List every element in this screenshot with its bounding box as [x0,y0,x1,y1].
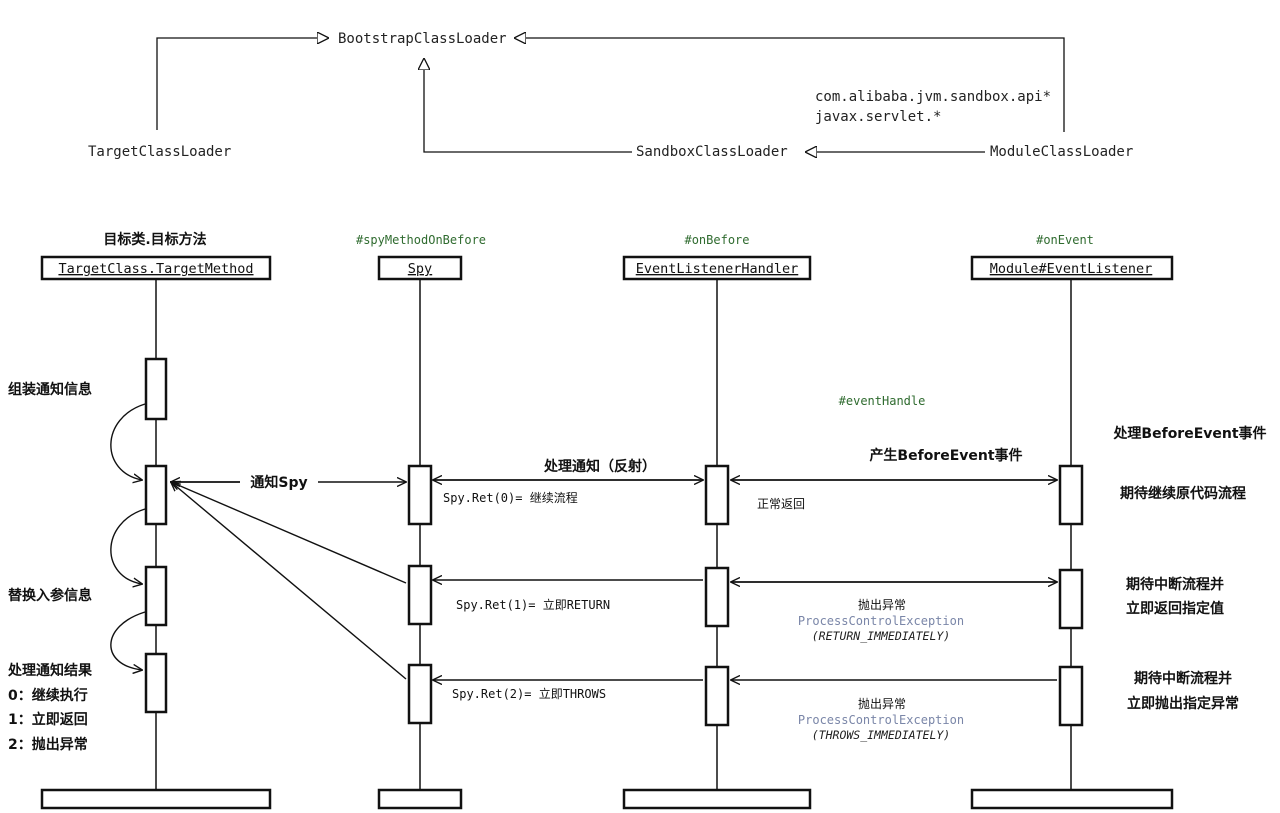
self-loop-handle-result [110,611,146,670]
exception-name-2: ProcessControlException [798,713,964,727]
lifeline-terminators [40,788,1174,810]
event-handle-label: #eventHandle [839,394,926,408]
module-notes: 处理BeforeEvent事件 期待继续原代码流程 期待中断流程并 立即返回指定… [1112,425,1266,712]
spy-lifeline-foot [377,788,463,810]
note-result-throw: 2：抛出异常 [8,736,88,753]
module-lifeline-head-box [970,255,1174,281]
gen-event-label: 产生BeforeEvent事件 [869,447,1022,464]
note-expect-throw-line1: 期待中断流程并 [1134,670,1232,687]
self-loop-replace [110,508,146,584]
target-activation-2 [144,464,168,526]
spy-return-1-arrow [171,482,407,584]
notify-spy-label-bg [240,468,318,492]
handler-lifeline-foot [622,788,812,810]
handler-activation-3 [704,665,730,727]
target-lifeline-label: TargetClass.TargetMethod [58,261,253,277]
package-label-servlet: javax.servlet.* [815,109,941,125]
notify-spy-label: 通知Spy [250,474,307,491]
target-to-bootstrap-connector [156,38,328,130]
bootstrap-classloader-label: BootstrapClassLoader [338,31,507,47]
spy-lifeline-caption: #spyMethodOnBefore [356,233,486,247]
ret2-label: Spy.Ret(2)= 立即THROWS [452,686,606,701]
target-lifeline-foot [40,788,272,810]
module-lifeline-foot [970,788,1174,810]
exception-arg-2: (THROWS_IMMEDIATELY) [812,728,950,742]
exception-arg-1: (RETURN_IMMEDIATELY) [812,629,950,643]
target-activation-1 [144,357,168,421]
target-activation-3 [144,565,168,627]
self-loop-assemble [110,403,146,480]
handler-lifeline-label: EventListenerHandler [636,261,799,277]
exception-name-1: ProcessControlException [798,614,964,628]
handler-activation-2 [704,566,730,628]
spy-activation-1 [407,464,433,526]
handler-lifeline-caption: #onBefore [684,233,749,247]
module-activation-3 [1058,665,1084,727]
spy-return-2-arrow [171,482,407,680]
module-to-bootstrap-connector [515,38,1065,132]
note-expect-throw-line2: 立即抛出指定异常 [1127,695,1239,712]
sandbox-to-bootstrap-connector [424,59,632,153]
message-labels: 通知Spy 处理通知（反射） 产生BeforeEvent事件 正常返回 Spy.… [240,394,1023,742]
lifeline-headers: 目标类.目标方法 #spyMethodOnBefore #onBefore #o… [40,231,1174,281]
activation-bars [144,357,1084,727]
self-call-loops [110,403,146,670]
note-expect-continue: 期待继续原代码流程 [1120,485,1246,502]
messages [170,480,1057,680]
classloader-hierarchy: BootstrapClassLoader TargetClassLoader S… [88,31,1133,160]
module-activation-2 [1058,568,1084,630]
package-label-api: com.alibaba.jvm.sandbox.api* [815,89,1051,105]
note-result-return: 1：立即返回 [8,711,88,728]
spy-lifeline-label: Spy [408,261,432,277]
note-replace-params: 替换入参信息 [8,587,92,604]
ret1-label: Spy.Ret(1)= 立即RETURN [456,597,610,612]
throw-label-1: 抛出异常 [858,597,906,612]
module-lifeline-caption: #onEvent [1036,233,1094,247]
module-activation-1 [1058,464,1084,526]
note-assemble: 组装通知信息 [8,381,92,398]
ret0-label: Spy.Ret(0)= 继续流程 [443,490,578,505]
handler-activation-1 [704,464,730,526]
note-handle-result: 处理通知结果 [7,662,93,679]
module-lifeline-label: Module#EventListener [990,261,1153,277]
spy-activation-3 [407,663,433,725]
module-classloader-label: ModuleClassLoader [990,144,1133,160]
spy-activation-2 [407,564,433,626]
sandbox-classloader-label: SandboxClassLoader [636,144,788,160]
target-classloader-label: TargetClassLoader [88,144,231,160]
target-notes: 组装通知信息 替换入参信息 处理通知结果 0：继续执行 1：立即返回 2：抛出异… [7,381,93,753]
normal-return-label: 正常返回 [757,497,805,511]
throw-label-2: 抛出异常 [858,696,906,711]
handle-notify-label: 处理通知（反射） [543,458,656,475]
note-expect-return-line1: 期待中断流程并 [1126,576,1224,593]
note-result-continue: 0：继续执行 [8,687,88,704]
target-activation-4 [144,652,168,714]
note-expect-return-line2: 立即返回指定值 [1126,600,1224,617]
note-process-before-event: 处理BeforeEvent事件 [1112,425,1266,442]
target-lifeline-caption: 目标类.目标方法 [103,231,206,248]
